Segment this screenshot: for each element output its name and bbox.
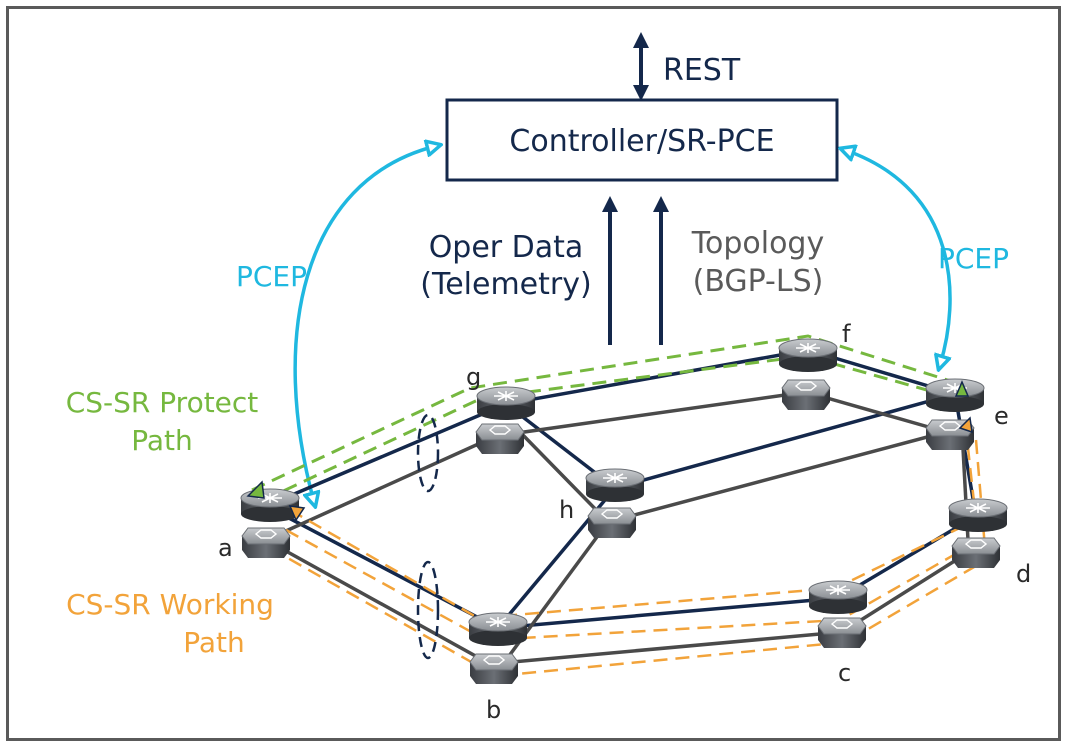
node-label-e: e bbox=[994, 402, 1009, 430]
switch-d bbox=[951, 537, 1001, 569]
topology-sublabel: (BGP-LS) bbox=[693, 264, 824, 299]
srlg-ellipse-bottom bbox=[416, 560, 440, 660]
node-label-c: c bbox=[838, 659, 851, 687]
node-label-f: f bbox=[842, 320, 851, 348]
protect-path-label: CS-SR Protect bbox=[66, 386, 259, 419]
node-label-d: d bbox=[1016, 560, 1031, 588]
working-path-line-mid bbox=[285, 528, 981, 642]
rest-label: REST bbox=[663, 53, 741, 88]
protect-start-marker bbox=[246, 480, 265, 499]
router-g bbox=[476, 386, 536, 421]
pcep-left-arrow bbox=[293, 146, 436, 502]
switch-a bbox=[241, 527, 291, 559]
protect-end-marker bbox=[954, 380, 970, 397]
optical-links bbox=[265, 390, 973, 666]
node-label-b: b bbox=[486, 696, 501, 724]
oper-data-label: Oper Data bbox=[429, 230, 584, 265]
working-path-label: CS-SR Working bbox=[66, 588, 274, 621]
switch-b bbox=[469, 653, 519, 685]
working-start-marker bbox=[288, 505, 306, 522]
pcep-right-arrow bbox=[845, 150, 952, 365]
node-label-a: a bbox=[218, 534, 233, 562]
switch-f bbox=[781, 379, 831, 411]
protect-path-sublabel: Path bbox=[131, 424, 193, 457]
diagram-frame bbox=[6, 6, 1061, 741]
working-path-sublabel: Path bbox=[183, 626, 245, 659]
pcep-left-label: PCEP bbox=[236, 260, 307, 293]
router-c bbox=[808, 580, 868, 615]
router-d bbox=[948, 498, 1008, 533]
node-label-h: h bbox=[559, 496, 574, 524]
switch-g bbox=[475, 423, 525, 455]
switch-c bbox=[817, 617, 867, 649]
router-h bbox=[585, 468, 645, 503]
srlg-ellipse-top bbox=[416, 413, 440, 493]
controller-label: Controller/SR-PCE bbox=[509, 124, 774, 159]
protect-path-line bbox=[251, 334, 961, 492]
router-e bbox=[925, 378, 985, 413]
switch-h bbox=[587, 507, 637, 539]
working-end-marker bbox=[958, 416, 973, 434]
pcep-right-label: PCEP bbox=[938, 242, 1009, 275]
topology-label: Topology bbox=[691, 226, 824, 261]
router-f bbox=[778, 338, 838, 373]
router-b bbox=[468, 612, 528, 647]
oper-data-sublabel: (Telemetry) bbox=[420, 267, 591, 302]
node-label-g: g bbox=[466, 363, 481, 391]
protect-path-line-inner bbox=[263, 354, 949, 502]
